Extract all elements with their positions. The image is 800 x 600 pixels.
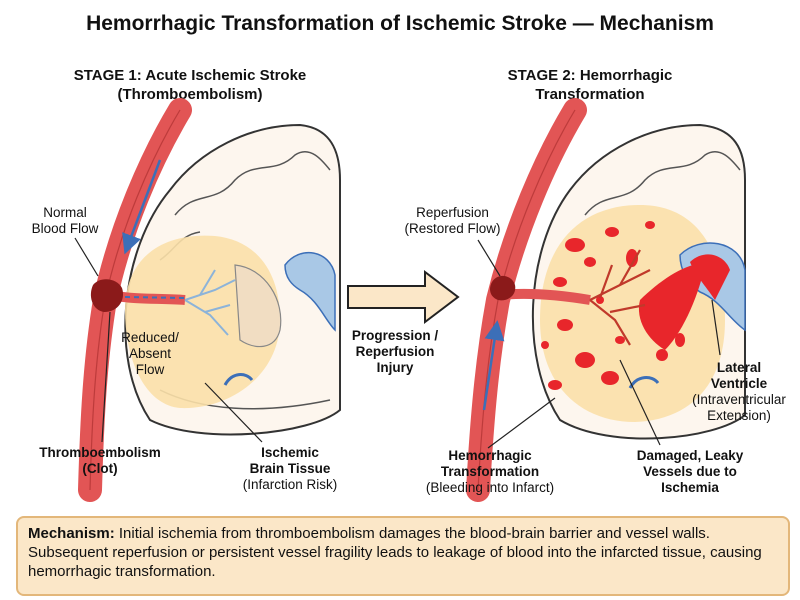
ischemic-tissue-label: Ischemic Brain Tissue (Infarction Risk)	[230, 445, 350, 493]
stage1-title-line1: STAGE 1: Acute Ischemic Stroke	[73, 67, 307, 84]
leaky-line1: Damaged, Leaky	[636, 448, 744, 463]
ischemic-line2: Brain Tissue	[249, 461, 331, 476]
leaky-vessels-label: Damaged, Leaky Vessels due to Ischemia	[615, 448, 765, 496]
stage2-title: STAGE 2: Hemorrhagic Transformation	[460, 66, 720, 104]
hemorrhagic-line3: (Bleeding into Infarct)	[425, 480, 555, 495]
stage1-small-ventricle	[223, 373, 254, 386]
stage1-clot	[90, 279, 124, 312]
reperfusion-label: Reperfusion (Restored Flow)	[395, 205, 510, 237]
stage1-ventricle	[284, 251, 336, 332]
reduced-flow-line1: Reduced/	[121, 330, 179, 345]
ventricle-line4: Extension)	[707, 408, 771, 423]
stage1-flow-arrow	[122, 159, 162, 255]
stage1-title: STAGE 1: Acute Ischemic Stroke (Thromboe…	[40, 66, 340, 104]
clot-line1: Thromboembolism	[39, 445, 161, 460]
stage1-title-line2: (Thromboembolism)	[117, 86, 263, 103]
stage2-hemorrhage	[541, 221, 730, 390]
ischemic-line3: (Infarction Risk)	[242, 477, 338, 492]
mechanism-label: Mechanism:	[28, 525, 115, 542]
progression-line3: Injury	[376, 360, 414, 375]
reperfusion-line2: (Restored Flow)	[404, 221, 501, 236]
stage2-title-line2: Transformation	[535, 86, 645, 103]
stage2-clot-remnant	[490, 275, 516, 301]
mechanism-text: Initial ischemia from thromboembolism da…	[28, 525, 762, 580]
hemorrhagic-line1: Hemorrhagic	[448, 448, 532, 463]
ischemic-line1: Ischemic	[261, 445, 319, 460]
leaky-line2: Vessels due to	[643, 464, 737, 479]
normal-flow-line2: Blood Flow	[31, 221, 99, 236]
stage2-branch-artery	[499, 288, 591, 305]
stage2-flow-arrow	[482, 320, 505, 411]
clot-line2: (Clot)	[82, 461, 118, 476]
progression-label: Progression / Reperfusion Injury	[340, 328, 450, 376]
stage1-basal-ganglia	[234, 264, 282, 348]
clot-label: Thromboembolism (Clot)	[15, 445, 185, 477]
progression-arrow	[347, 269, 460, 325]
stage2-leaky-vessels	[589, 249, 651, 346]
reduced-flow-label: Reduced/ Absent Flow	[115, 330, 185, 378]
stage2-title-line1: STAGE 2: Hemorrhagic	[507, 67, 673, 84]
ventricle-line3: (Intraventricular	[692, 392, 786, 407]
progression-line2: Reperfusion	[355, 344, 435, 359]
leaky-line3: Ischemia	[661, 480, 719, 495]
ventricle-label: Lateral Ventricle (Intraventricular Exte…	[680, 360, 798, 424]
normal-flow-line1: Normal	[43, 205, 87, 220]
hemorrhagic-line2: Transformation	[440, 464, 540, 479]
reperfusion-line1: Reperfusion	[416, 205, 489, 220]
stage1-vessel-tree	[184, 269, 236, 336]
reduced-flow-line2: Absent	[128, 346, 172, 361]
page-title: Hemorrhagic Transformation of Ischemic S…	[86, 12, 714, 35]
mechanism-box: Mechanism: Initial ischemia from thrombo…	[16, 516, 790, 596]
progression-line1: Progression /	[351, 328, 439, 343]
reduced-flow-line3: Flow	[135, 362, 165, 377]
ventricle-line1: Lateral	[716, 360, 762, 375]
hemorrhagic-label: Hemorrhagic Transformation (Bleeding int…	[410, 448, 570, 496]
normal-flow-label: Normal Blood Flow	[20, 205, 110, 237]
ventricle-line2: Ventricle	[710, 376, 768, 391]
